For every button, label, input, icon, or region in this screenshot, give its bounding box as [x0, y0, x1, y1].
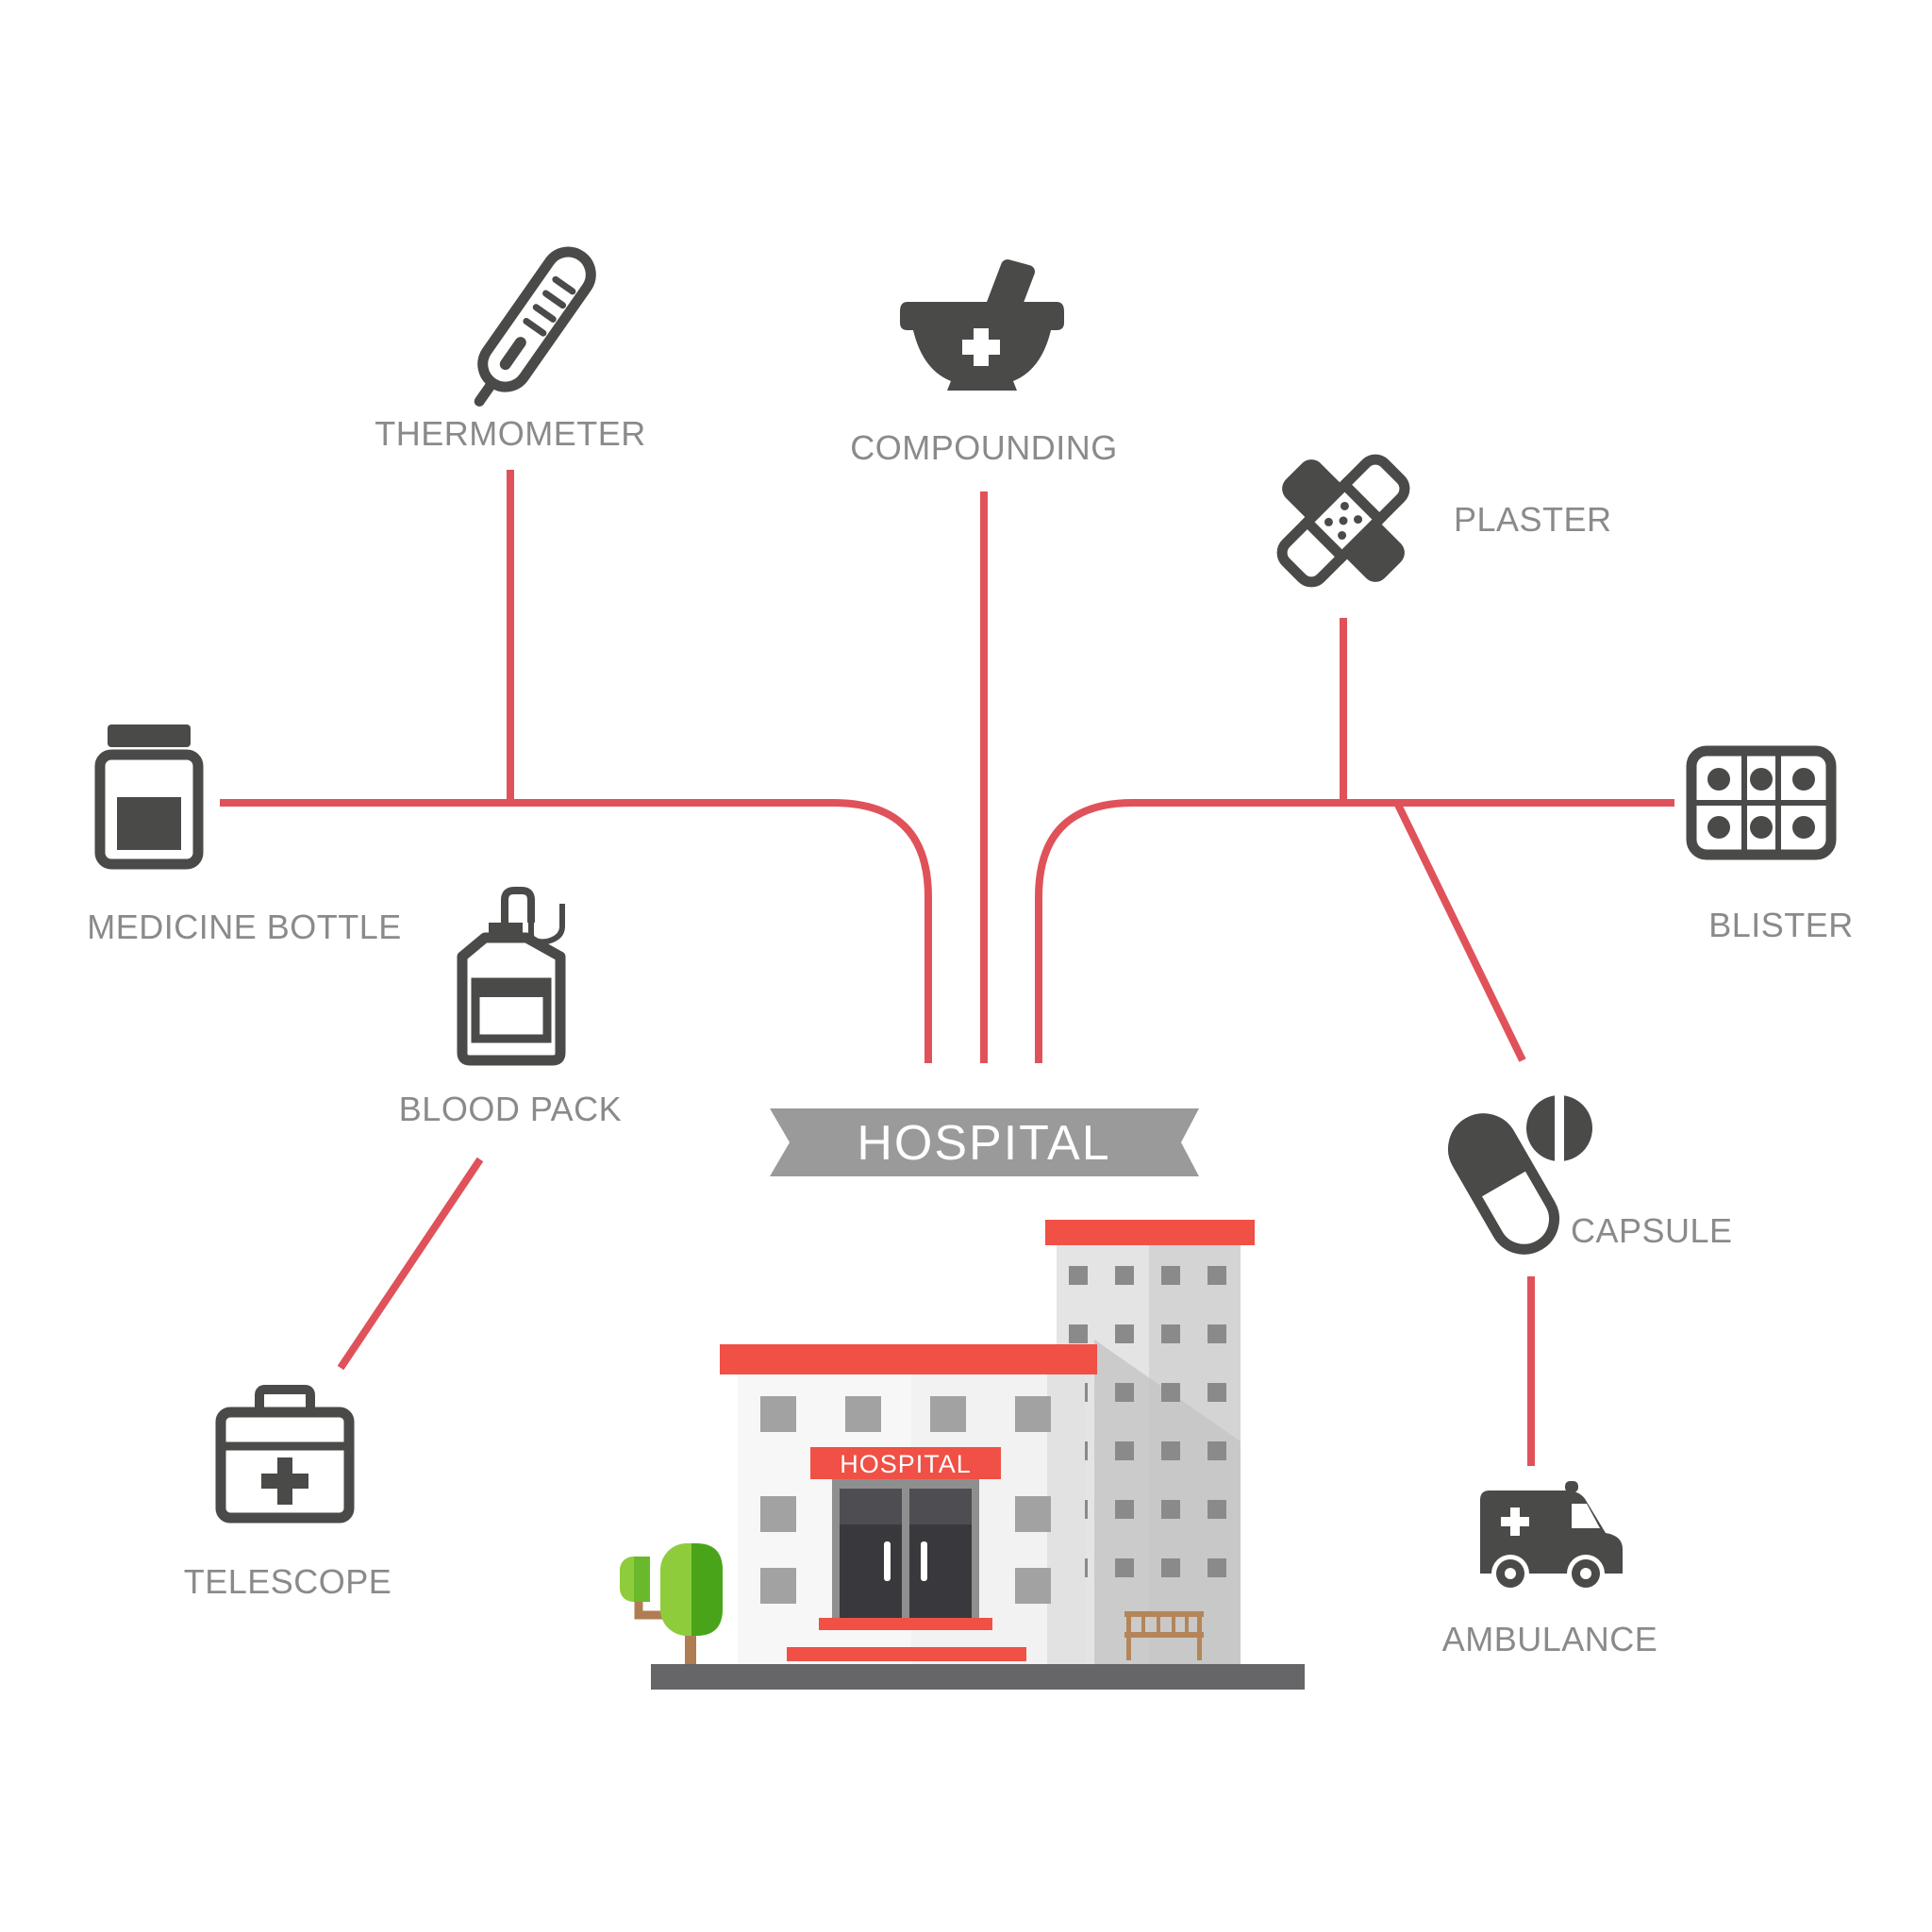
main-roof	[720, 1344, 1097, 1374]
connector-lines	[220, 470, 1674, 1466]
node-blood-pack: BLOOD PACK	[399, 887, 622, 1128]
center-banner: HOSPITAL	[770, 1108, 1199, 1176]
hospital-building-illustration: HOSPITAL	[620, 1220, 1305, 1690]
blood-pack-icon	[457, 887, 566, 1066]
label-compounding: COMPOUNDING	[850, 428, 1118, 467]
mortar-pestle-icon	[900, 259, 1064, 391]
connector-telescope	[337, 1157, 484, 1371]
first-aid-kit-icon	[215, 1385, 355, 1524]
tree-illustration	[620, 1543, 723, 1665]
connector-medicine-bottle	[220, 799, 932, 1063]
label-thermometer: THERMOMETER	[375, 414, 646, 453]
label-plaster: PLASTER	[1454, 500, 1612, 539]
medicine-bottle-icon	[94, 724, 204, 870]
capsule-icon	[1448, 1093, 1592, 1255]
node-telescope: TELESCOPE	[184, 1385, 392, 1601]
ground	[651, 1664, 1305, 1690]
node-plaster: PLASTER	[1276, 454, 1612, 588]
hospital-sign	[810, 1447, 1001, 1479]
label-blister: BLISTER	[1708, 906, 1854, 944]
thermometer-icon	[474, 246, 596, 407]
entrance-step-upper	[819, 1618, 992, 1630]
entrance-step-lower	[787, 1647, 1026, 1661]
node-capsule: CAPSULE	[1448, 1093, 1733, 1255]
connector-blister	[1035, 799, 1674, 1063]
label-medicine-bottle: MEDICINE BOTTLE	[87, 908, 402, 946]
node-ambulance: AMBULANCE	[1442, 1481, 1658, 1658]
label-telescope: TELESCOPE	[184, 1562, 392, 1601]
bench-illustration	[1124, 1611, 1204, 1660]
label-blood-pack: BLOOD PACK	[399, 1090, 622, 1128]
label-ambulance: AMBULANCE	[1442, 1620, 1658, 1658]
node-medicine-bottle: MEDICINE BOTTLE	[87, 724, 402, 946]
node-blister: BLISTER	[1686, 745, 1854, 944]
ambulance-icon	[1480, 1481, 1623, 1592]
label-capsule: CAPSULE	[1571, 1211, 1733, 1250]
connector-capsule	[1393, 801, 1526, 1062]
node-thermometer: THERMOMETER	[375, 246, 646, 453]
sign-text: HOSPITAL	[840, 1450, 972, 1478]
blister-pack-icon	[1686, 745, 1837, 860]
banner-title: HOSPITAL	[857, 1116, 1110, 1171]
plaster-icon	[1276, 454, 1410, 588]
node-compounding: COMPOUNDING	[850, 259, 1118, 467]
main-windows	[760, 1396, 1051, 1604]
tower-roof	[1045, 1220, 1255, 1245]
